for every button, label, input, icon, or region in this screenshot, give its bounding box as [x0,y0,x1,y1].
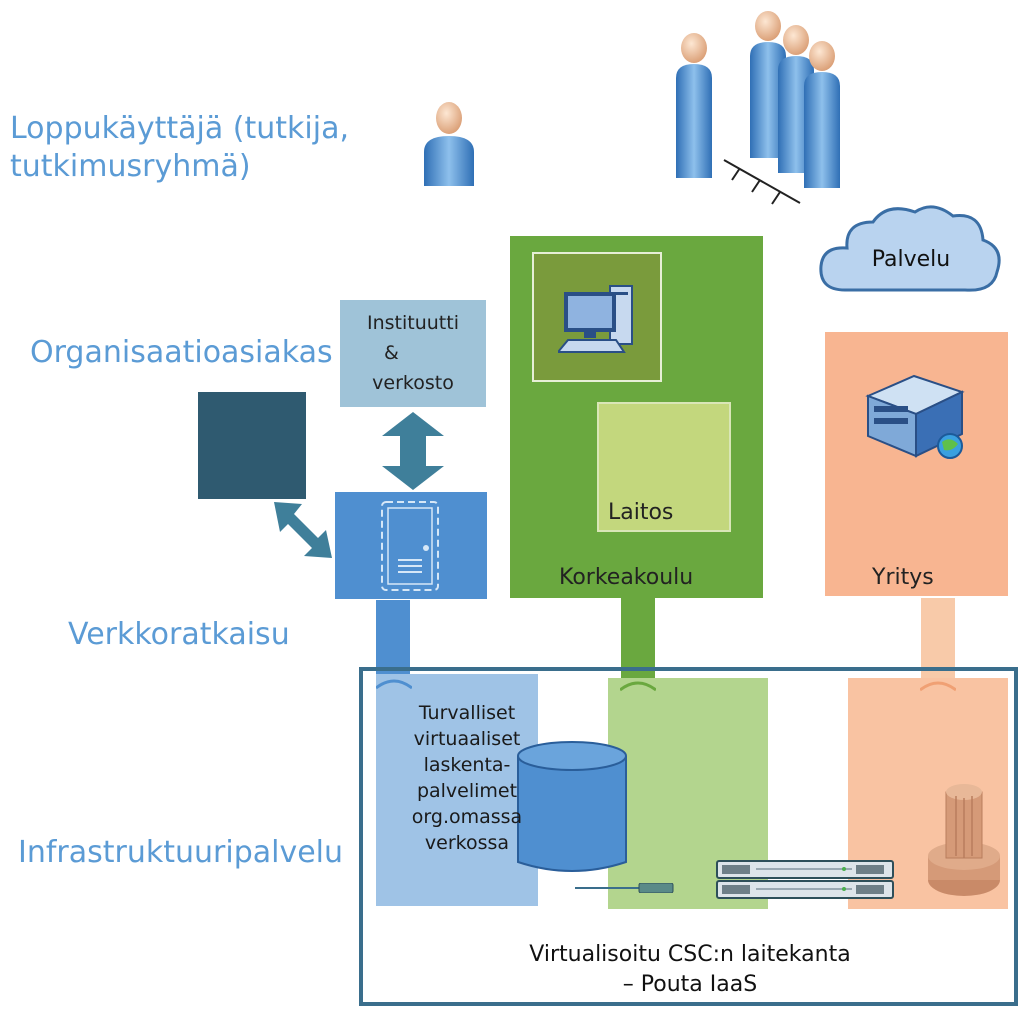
university-label: Korkeakoulu [559,565,694,590]
platform-line2: – Pouta IaaS [622,972,758,997]
connector-curl-orange [920,681,956,692]
institute-line2: & [384,342,399,364]
company-connector [921,598,955,680]
connector-curl-green [620,681,656,692]
secure-line-4: palvelimet [416,780,518,802]
double-arrow-diagonal [274,502,332,558]
network-cable [575,883,674,893]
column-stand-icon [928,784,1000,896]
infrastructure-label: Infrastruktuuripalvelu [18,835,344,870]
institute-box: Instituutti & verkosto [340,300,486,407]
network-connector [376,600,410,680]
cloud-icon: Palvelu [819,205,1001,292]
secure-line-5: org.omassa [411,806,523,828]
secure-line-1: Turvalliset [418,702,516,724]
department-label: Laitos [608,500,674,525]
cloud-label: Palvelu [872,247,950,272]
secure-servers-column [376,674,538,906]
end-user-label-line2: tutkimusryhmä) [10,148,251,184]
rack-server-icon [716,860,894,899]
platform-label: Virtualisoitu CSC:n laitekanta – Pouta I… [370,940,1010,1000]
company-label: Yritys [872,565,934,590]
institute-line1: Instituutti [367,312,459,334]
computer-icon [558,285,633,353]
network-label: Verkkoratkaisu [68,617,290,652]
cylinder-icon [517,741,627,872]
end-user-label-line1: Loppukäyttäjä (tutkija, [10,111,349,146]
door-icon [381,501,439,591]
platform-line1: Virtualisoitu CSC:n laitekanta [529,942,851,967]
infrastructure-frame [359,667,1018,1006]
person-icon [424,102,474,186]
group-icon [676,11,840,205]
secure-line-2: virtuaaliset [413,728,521,750]
end-user-label: Loppukäyttäjä (tutkija, tutkimusryhmä) [10,110,349,185]
department-box [597,402,731,532]
secure-line-3: laskenta- [423,754,511,776]
connector-curl-blue [376,679,412,690]
institute-line3: verkosto [372,372,454,394]
secure-line-6: verkossa [424,832,510,854]
network-box [335,492,487,599]
dark-square [198,392,306,499]
double-arrow-vertical [382,412,444,490]
secure-servers-text: Turvalliset virtuaaliset laskenta- palve… [402,700,532,856]
server-icon [865,374,965,459]
organisation-label: Organisaatioasiakas [30,335,333,370]
university-connector [621,598,655,680]
